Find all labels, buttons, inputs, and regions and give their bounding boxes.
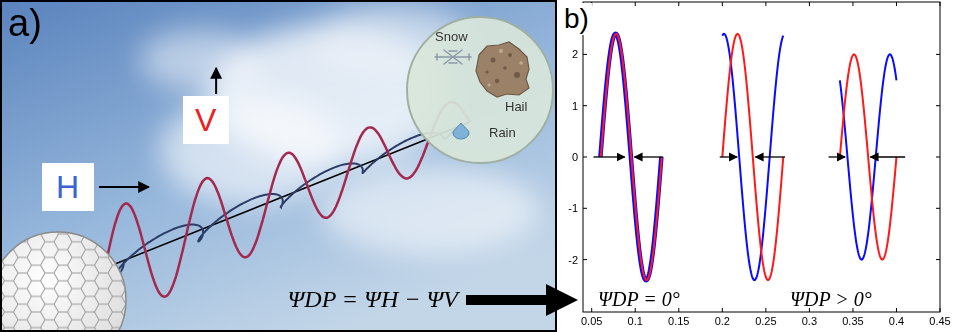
x-tick-label: 0.35: [842, 315, 863, 328]
y-tick: [936, 157, 940, 158]
h-direction-arrow: [99, 186, 149, 188]
big-arrow: [466, 284, 578, 316]
x-tick: [722, 2, 723, 6]
x-tick: [722, 308, 723, 312]
phase-condition: ΨDP = 0°: [598, 288, 680, 311]
phase-formula: ΨDP = ΨH − ΨV: [287, 286, 458, 314]
y-tick: [583, 157, 587, 158]
propagation-line: [105, 122, 470, 268]
x-tick-label: 0.25: [755, 315, 776, 328]
y-tick-label: 0: [572, 151, 578, 164]
x-tick: [809, 2, 810, 6]
y-tick: [936, 54, 940, 55]
v-direction-arrow: [215, 68, 217, 94]
y-tick: [583, 105, 587, 106]
y-tick: [936, 208, 940, 209]
hydrometeor-circle: SnowHailRain: [405, 15, 555, 165]
particle-name: Snow: [435, 30, 468, 43]
polarization-letter: V: [195, 104, 217, 136]
x-tick-label: 0.4: [889, 315, 904, 328]
y-tick: [583, 54, 587, 55]
x-tick-label: 0.3: [802, 315, 817, 328]
x-tick: [678, 2, 679, 6]
phase-arrows: [593, 157, 905, 158]
x-tick-label: 0.05: [581, 315, 602, 328]
plot-frame: [583, 2, 940, 312]
y-tick-label: 2: [572, 48, 578, 61]
v-polarization-box: V: [183, 96, 229, 144]
x-tick: [635, 2, 636, 6]
x-tick: [591, 308, 592, 312]
x-tick: [896, 2, 897, 6]
phase-arrow: [829, 156, 846, 157]
axis-ticks: [583, 2, 940, 312]
phase-arrow: [634, 156, 663, 157]
h-polarization-box: H: [42, 163, 94, 211]
polarization-letter: H: [56, 171, 80, 203]
x-tick: [852, 2, 853, 6]
phase-arrow: [720, 156, 737, 157]
x-tick: [940, 308, 941, 312]
vertical-wave: [105, 102, 470, 297]
y-tick: [583, 259, 587, 260]
y-tick-label: -2: [568, 253, 578, 266]
x-tick: [765, 308, 766, 312]
x-tick-label: 0.2: [715, 315, 730, 328]
phase-arrow: [593, 156, 624, 157]
x-tick-label: 0.45: [929, 315, 950, 328]
horizontal-wave: [116, 126, 461, 276]
y-tick-label: 1: [572, 99, 578, 112]
phase-arrow: [870, 156, 905, 157]
panel-letter: a): [8, 2, 42, 46]
y-tick: [583, 208, 587, 209]
panel-letter: b): [561, 3, 592, 35]
phase-condition: ΨDP > 0°: [790, 288, 872, 311]
radar-radome: [0, 232, 126, 332]
panel-border: [1, 1, 556, 331]
x-tick: [940, 2, 941, 6]
hydrometeor-circle-shape: [405, 15, 555, 165]
phase-arrow: [755, 156, 785, 157]
y-tick: [936, 259, 940, 260]
x-tick-label: 0.1: [628, 315, 643, 328]
particle-name: Hail: [505, 100, 527, 113]
particle-name: Rain: [489, 126, 516, 139]
y-tick: [936, 105, 940, 106]
y-tick-label: -1: [568, 202, 578, 215]
radome-panels: [0, 232, 126, 332]
x-tick-label: 0.15: [668, 315, 689, 328]
x-tick: [896, 308, 897, 312]
x-tick: [765, 2, 766, 6]
